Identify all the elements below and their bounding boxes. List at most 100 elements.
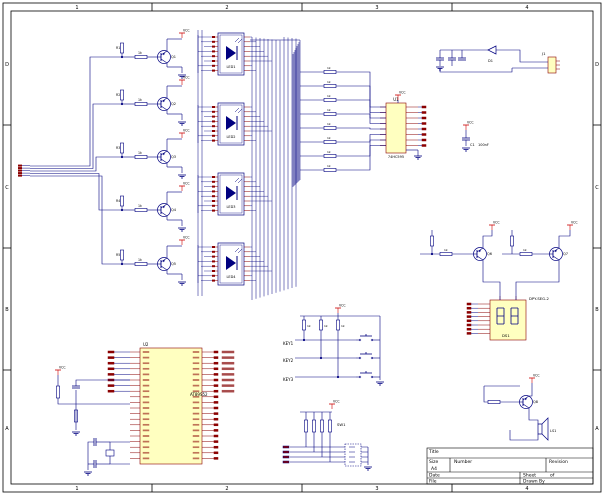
net-port-icon bbox=[282, 450, 290, 454]
net-port-icon bbox=[213, 457, 219, 460]
frame-row-label-left-d: D bbox=[5, 62, 9, 68]
vcc-label: VCC bbox=[339, 304, 346, 308]
net-port-icon bbox=[466, 311, 472, 314]
pin-marker bbox=[212, 110, 215, 113]
net-port-icon bbox=[282, 460, 290, 464]
wire bbox=[439, 68, 513, 73]
resistor-value: 1k bbox=[324, 324, 328, 328]
pin-name-mark bbox=[142, 351, 150, 353]
transistor-arrow-icon bbox=[162, 153, 165, 156]
pin-name-mark bbox=[142, 362, 150, 365]
net-port-icon bbox=[107, 356, 115, 359]
pin-name-mark bbox=[142, 429, 150, 432]
net-port-icon bbox=[466, 315, 472, 318]
switch-contact bbox=[358, 375, 362, 379]
transistor-arrow-icon bbox=[162, 206, 165, 209]
led-matrix-inner bbox=[219, 104, 243, 144]
pin-marker bbox=[212, 69, 215, 72]
vcc-label: VCC bbox=[533, 374, 540, 378]
key-label-1: KEY1 bbox=[283, 341, 294, 346]
pin-name-mark bbox=[142, 373, 150, 376]
net-port-icon bbox=[466, 302, 472, 306]
net-port-icon bbox=[213, 389, 219, 393]
pin-marker bbox=[212, 270, 215, 272]
date-label: Date bbox=[429, 473, 440, 479]
resistor-icon bbox=[134, 208, 148, 212]
vcc-label: VCC bbox=[183, 236, 190, 240]
led-matrix-icon bbox=[226, 186, 236, 200]
net-port-icon bbox=[213, 440, 219, 443]
resistor-icon bbox=[120, 89, 124, 101]
pin-marker bbox=[212, 36, 215, 38]
pin-marker bbox=[212, 40, 215, 43]
title-block: Title Size A4 Number Revision Date Sheet… bbox=[426, 447, 594, 485]
wire bbox=[360, 85, 386, 113]
resistor-icon bbox=[134, 55, 148, 59]
resistor-designator: R3 bbox=[116, 146, 120, 150]
pin-name-mark bbox=[142, 446, 150, 449]
frame-row-label-right-a: A bbox=[595, 426, 599, 432]
pin-marker bbox=[212, 134, 215, 137]
switch-contact bbox=[358, 338, 362, 342]
mcu-designator: U2 bbox=[143, 342, 149, 347]
resistor-icon bbox=[323, 84, 337, 88]
pin-name-mark bbox=[192, 351, 200, 353]
resistor-value: 1k bbox=[523, 248, 527, 252]
resistor-value: 1k bbox=[138, 51, 142, 55]
size-label: Size bbox=[429, 459, 438, 465]
transistor-designator: Q5 bbox=[171, 262, 176, 266]
resistor-icon bbox=[328, 419, 332, 433]
transistor-emitter-lead bbox=[522, 395, 530, 401]
wire bbox=[30, 175, 122, 265]
net-port-icon bbox=[466, 306, 472, 310]
frame-col-label-bottom-3: 3 bbox=[375, 486, 378, 492]
transistor-emitter-lead bbox=[160, 257, 168, 263]
wires: 1kR1VCC1kR2VCC1kR3VCC1kR4VCC1kR5VCC1k1k1… bbox=[18, 29, 571, 476]
net-label-mark bbox=[221, 373, 235, 376]
net-label-mark bbox=[221, 389, 235, 393]
resistor-value: 1k bbox=[327, 164, 331, 168]
pin-marker bbox=[212, 204, 215, 207]
resistor-value: 1k bbox=[327, 122, 331, 126]
net-port-icon bbox=[421, 122, 427, 125]
frame-column-labels: 1 2 3 4 1 2 3 4 bbox=[75, 5, 528, 492]
transistor-arrow-icon bbox=[162, 100, 165, 103]
pin-marker bbox=[212, 274, 215, 277]
net-port-icon bbox=[107, 384, 115, 387]
wire bbox=[109, 456, 130, 465]
key-labels: KEY1 KEY2 KEY3 bbox=[283, 341, 294, 382]
pin-name-mark bbox=[192, 435, 200, 437]
pin-name-mark bbox=[142, 435, 150, 437]
pin-name-mark bbox=[142, 412, 150, 415]
frame-col-label-top-3: 3 bbox=[375, 5, 378, 11]
resistor-icon bbox=[510, 235, 514, 247]
frame-col-label-top-4: 4 bbox=[525, 5, 528, 11]
pin-name-mark bbox=[192, 429, 200, 432]
transistor-designator: Q3 bbox=[171, 155, 176, 159]
transistor-designator: Q4 bbox=[171, 208, 177, 212]
resistor-value: 1k bbox=[444, 248, 448, 252]
resistor-icon bbox=[430, 235, 434, 247]
wire bbox=[30, 56, 122, 167]
speaker-icon bbox=[537, 417, 549, 441]
vcc-label: VCC bbox=[183, 129, 190, 133]
bypass-capacitor: C1 100nF bbox=[470, 143, 489, 147]
net-port-icon bbox=[213, 356, 219, 359]
pin-name-mark bbox=[192, 390, 200, 393]
wire bbox=[509, 430, 539, 441]
transistor-designator: Q6 bbox=[487, 252, 492, 256]
vcc-label: VCC bbox=[493, 221, 500, 225]
pin-name-mark bbox=[192, 446, 200, 449]
resistor-value: 1k bbox=[341, 324, 345, 328]
wire bbox=[360, 99, 386, 119]
wire bbox=[360, 139, 386, 157]
led-matrix-inner bbox=[219, 34, 243, 74]
pin-name-mark bbox=[142, 418, 150, 421]
title-label: Title bbox=[428, 449, 439, 455]
led-ray-icon bbox=[237, 248, 243, 254]
seven-segment-part: DPY-SEG-2 bbox=[529, 296, 549, 301]
pin-marker bbox=[212, 260, 215, 263]
pin-marker bbox=[212, 246, 215, 248]
buzzer-designator: LS1 bbox=[550, 429, 556, 433]
led-matrix-icon bbox=[226, 116, 236, 130]
